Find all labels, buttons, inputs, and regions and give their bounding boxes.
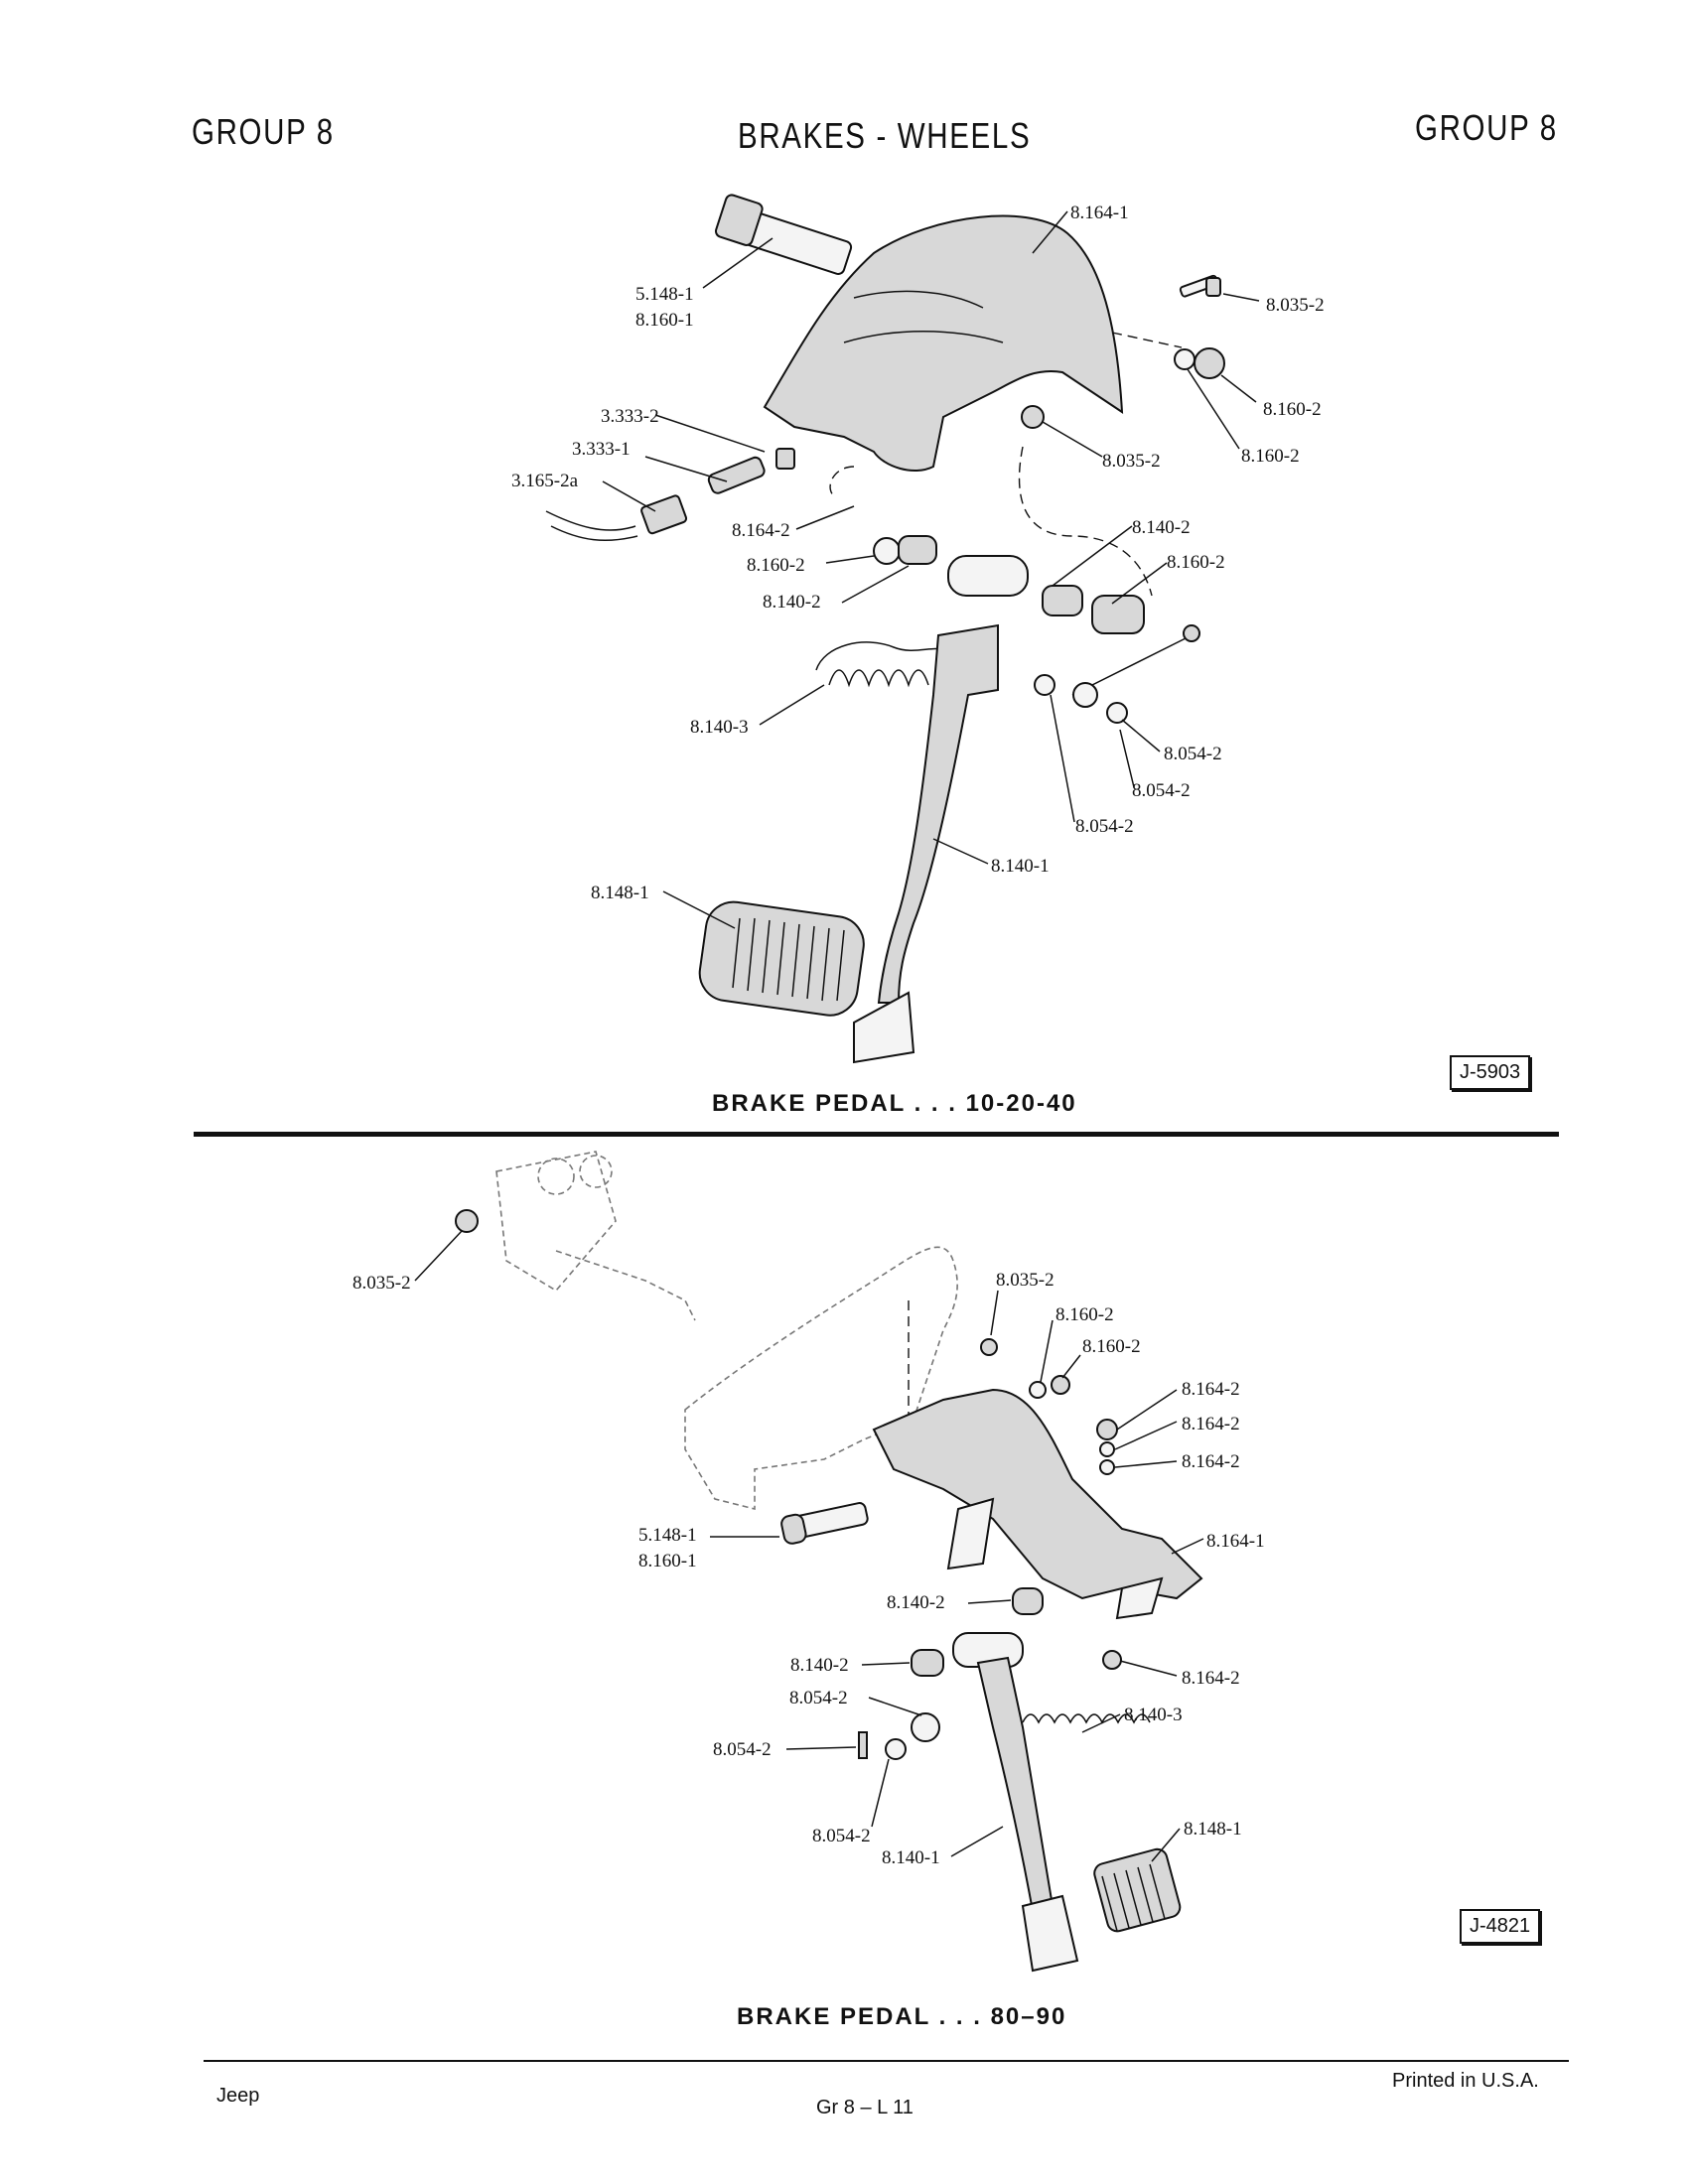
- label-8-140-2-right: 8.140-2: [1132, 517, 1191, 538]
- label-8-140-1: 8.140-1: [991, 856, 1050, 877]
- label-b-8-054-2-c: 8.054-2: [812, 1826, 871, 1846]
- label-3-333-1: 3.333-1: [572, 439, 631, 460]
- bolt-8-035-2: [1179, 274, 1221, 298]
- figure-id-top: J-5903: [1450, 1055, 1531, 1090]
- label-8-160-1: 8.160-1: [635, 310, 694, 331]
- nut-8-160-2: [1194, 347, 1225, 379]
- label-b-8-148-1: 8.148-1: [1184, 1819, 1242, 1840]
- label-8-054-2-a: 8.054-2: [1164, 744, 1222, 764]
- pedal-hub: [947, 555, 1029, 597]
- diagram-brake-pedal-80-90: 8.035-2 8.035-2 8.160-2 8.160-2 8.164-2 …: [352, 1151, 1265, 1973]
- label-b-8-035-2-master: 8.035-2: [352, 1273, 411, 1294]
- label-b-8-164-2-a: 8.164-2: [1182, 1379, 1240, 1400]
- label-8-160-2-right: 8.160-2: [1167, 552, 1225, 573]
- label-8-054-2-b: 8.054-2: [1132, 780, 1191, 801]
- label-8-160-2-left: 8.160-2: [747, 555, 805, 576]
- nut-8-160-2-bottom: [1051, 1375, 1070, 1395]
- label-b-8-160-2-b: 8.160-2: [1082, 1336, 1141, 1357]
- diagram-brake-pedal-10-20-40: 8.164-1 5.148-1 8.160-1 8.035-2 8.160-2 …: [511, 194, 1325, 1064]
- washer-8-054-2-bottom: [911, 1712, 940, 1742]
- pedal-arm: [877, 623, 999, 1004]
- label-b-8-054-2-a: 8.054-2: [789, 1688, 848, 1708]
- footer-divider: [204, 2060, 1569, 2062]
- washer-8-054-2: [1034, 674, 1055, 696]
- bushing-8-140-2-top: [1012, 1587, 1044, 1615]
- footer-left: Jeep: [216, 2085, 260, 2107]
- washer-8-160-2: [1174, 348, 1196, 370]
- bushing-8-140-2-side: [911, 1649, 944, 1677]
- nut-8-035-2-master: [455, 1209, 479, 1233]
- return-spring-bottom: [1022, 1713, 1151, 1724]
- label-3-333-2: 3.333-2: [601, 406, 659, 427]
- label-8-148-1: 8.148-1: [591, 883, 649, 903]
- label-b-8-054-2-b: 8.054-2: [713, 1739, 772, 1760]
- label-8-140-2-left: 8.140-2: [763, 592, 821, 613]
- caption-bottom: BRAKE PEDAL . . . 80–90: [737, 2003, 1067, 2030]
- label-5-148-1: 5.148-1: [635, 284, 694, 305]
- bolt-8-035-2-bottom: [980, 1338, 998, 1356]
- firewall-outline: [684, 1246, 958, 1511]
- footer-right: Printed in U.S.A.: [1392, 2070, 1539, 2092]
- bushing-8-160-2-right: [1091, 595, 1145, 634]
- pedal-pad-bottom: [1093, 1847, 1182, 1933]
- label-b-8-140-1: 8.140-1: [882, 1847, 940, 1868]
- label-b-8-164-2-b: 8.164-2: [1182, 1414, 1240, 1434]
- pedal-bracket: [763, 214, 1124, 472]
- pedal-bracket-80-90: [872, 1388, 1203, 1600]
- label-8-035-2-nut: 8.035-2: [1102, 451, 1161, 472]
- master-cylinder-outline: [495, 1151, 696, 1321]
- cotter-pin-8-054-2: [858, 1731, 868, 1759]
- label-b-8-035-2: 8.035-2: [996, 1270, 1055, 1291]
- pedal-pad: [698, 900, 865, 1017]
- nut-8-164-2-a: [1096, 1419, 1118, 1440]
- label-8-164-1: 8.164-1: [1070, 203, 1129, 223]
- clip-8-054-2: [885, 1738, 907, 1760]
- figure-id-bottom: J-4821: [1460, 1909, 1541, 1944]
- label-b-8-160-2-a: 8.160-2: [1055, 1304, 1114, 1325]
- label-b-8-140-3: 8.140-3: [1124, 1705, 1183, 1725]
- label-8-160-2-washer: 8.160-2: [1241, 446, 1300, 467]
- label-b-8-164-2-c: 8.164-2: [1182, 1451, 1240, 1472]
- footer-center: Gr 8 – L 11: [816, 2097, 914, 2118]
- label-8-054-2-c: 8.054-2: [1075, 816, 1134, 837]
- wiring-connector: [545, 494, 688, 542]
- label-8-035-2: 8.035-2: [1266, 295, 1325, 316]
- caption-top: BRAKE PEDAL . . . 10-20-40: [712, 1090, 1077, 1117]
- label-3-165-2a: 3.165-2a: [511, 471, 579, 491]
- washer-8-164-2-c: [1099, 1459, 1115, 1475]
- label-8-140-3: 8.140-3: [690, 717, 749, 738]
- label-8-160-2: 8.160-2: [1263, 399, 1322, 420]
- stoplight-switch: [707, 448, 795, 494]
- header-title: BRAKES - WHEELS: [738, 115, 1032, 156]
- bolt-8-164-2-bottom: [1102, 1650, 1122, 1670]
- section-divider: [194, 1132, 1559, 1137]
- label-8-164-2: 8.164-2: [732, 520, 790, 541]
- washer-8-164-2-b: [1099, 1441, 1115, 1457]
- label-b-8-164-2-bolt: 8.164-2: [1182, 1668, 1240, 1689]
- washer-8-160-2-left: [873, 537, 901, 565]
- pivot-bolt: [714, 194, 853, 275]
- header-group-right: GROUP 8: [1415, 107, 1558, 148]
- pivot-bolt-bottom: [780, 1502, 869, 1545]
- return-spring: [815, 641, 944, 688]
- label-b-8-164-1: 8.164-1: [1206, 1531, 1265, 1552]
- label-b-8-140-2-side: 8.140-2: [790, 1655, 849, 1676]
- washer-8-160-2-bottom: [1029, 1381, 1047, 1399]
- label-b-8-140-2-top: 8.140-2: [887, 1592, 945, 1613]
- bushing-8-140-2-right: [1042, 585, 1083, 616]
- pedal-arm-bottom: [976, 1656, 1055, 1913]
- header-group-left: GROUP 8: [192, 111, 335, 152]
- label-b-5-148-1: 5.148-1: [638, 1525, 697, 1546]
- bushing-8-140-2-left: [898, 535, 937, 565]
- nut-8-035-2: [1021, 405, 1045, 429]
- label-b-8-160-1: 8.160-1: [638, 1551, 697, 1571]
